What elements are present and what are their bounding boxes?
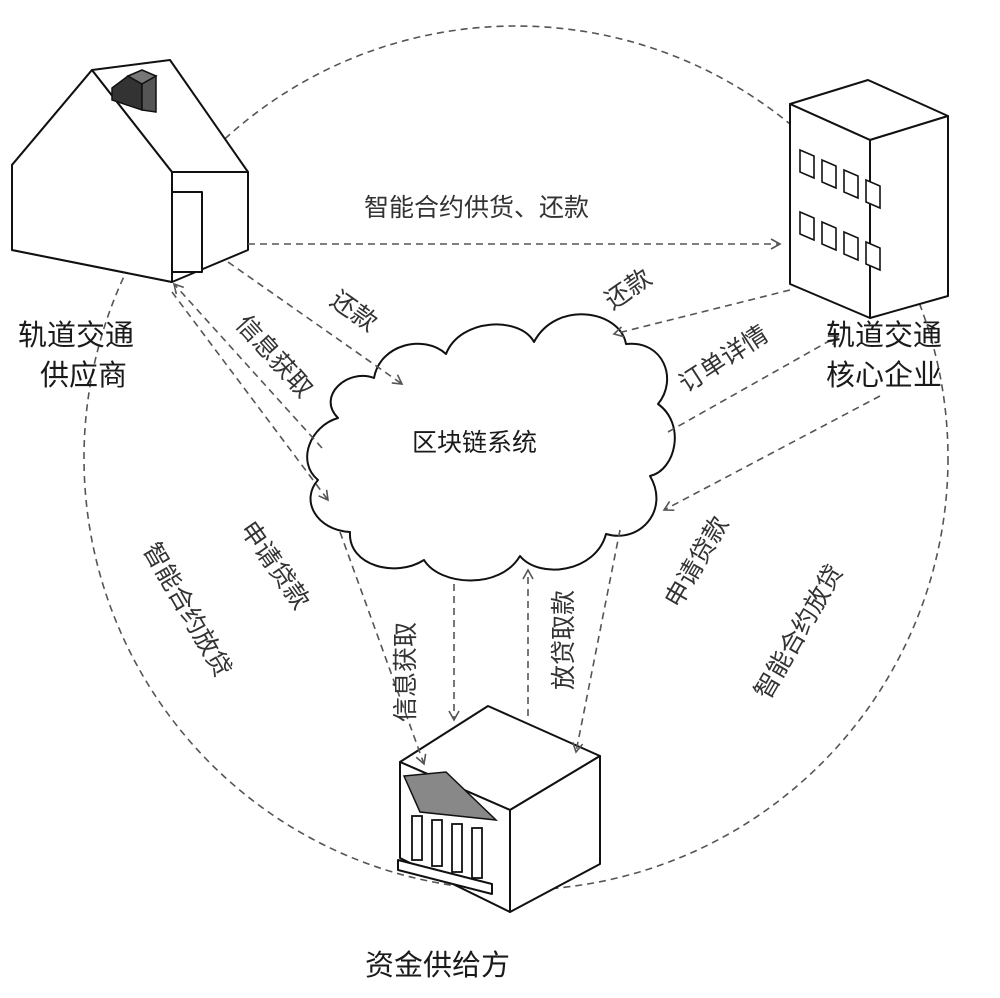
house-icon [11,59,249,283]
supplier-label-line2: 供应商 [40,358,127,392]
edge-label-supplier-loan-apply: 申请贷款 [234,516,315,615]
edge-label-core-repay: 还款 [599,263,657,315]
edge-label-top: 智能合约供货、还款 [364,193,589,222]
core-label-line2: 核心企业 [826,358,942,392]
edge-label-funder-loan: 放贷取款 [549,590,578,690]
edge-label-core-loan-apply: 申请贷款 [659,511,734,612]
edge-label-supplier-info: 信息获取 [230,309,318,403]
edge-label-supplier-repay: 还款 [325,285,383,337]
edge-label-right-arc: 智能合约放贷 [749,560,849,704]
flow-arrows [171,238,881,766]
bank-building-icon [397,705,601,913]
funder-label: 资金供给方 [365,948,510,982]
edge-label-funder-info: 信息获取 [391,622,420,722]
blockchain-label: 区块链系统 [412,428,537,457]
core-label-line1: 轨道交通 [826,318,942,352]
office-building-icon [789,79,949,319]
edge-label-left-arc: 智能合约放贷 [137,538,237,682]
edge-label-core-order: 订单详情 [674,319,774,398]
supplier-label-line1: 轨道交通 [18,318,134,352]
